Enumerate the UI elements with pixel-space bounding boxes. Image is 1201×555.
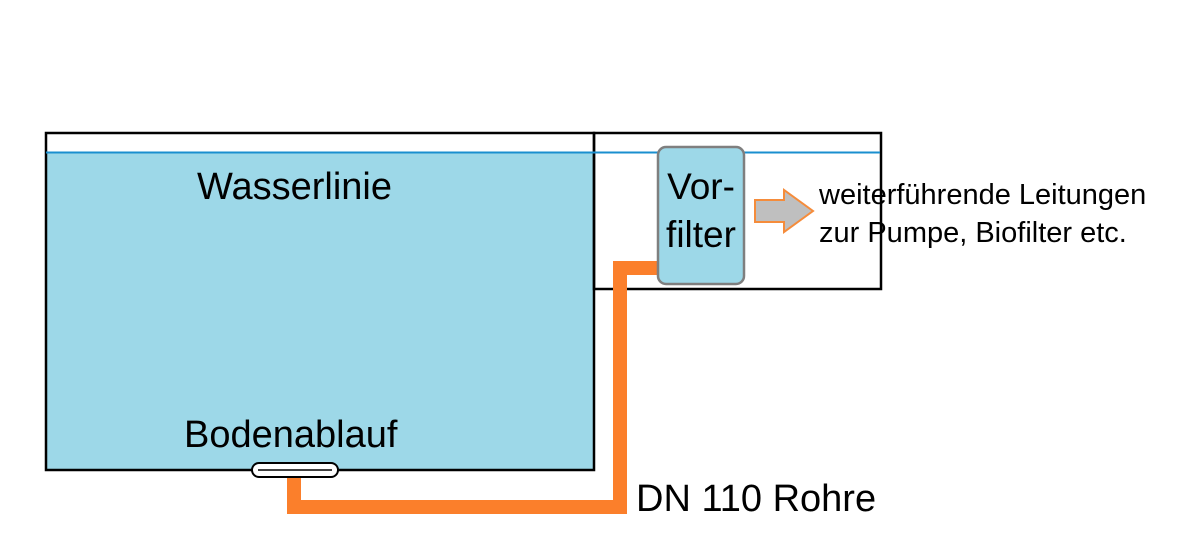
onward-pipes-label-line1: weiterführende Leitungen [819,179,1147,211]
pond-water [46,152,594,470]
onward-pipes-label: weiterführende Leitungen zur Pumpe, Biof… [819,176,1146,252]
drain-pipe [287,261,660,514]
prefilter-box [656,145,746,286]
filter-chamber-outline [592,131,883,291]
water-line-label: Wasserlinie [197,166,392,208]
prefilter-label-line1: Vor- [667,166,735,207]
prefilter-label: Vor- filter [658,163,744,259]
onward-pipes-label-line2: zur Pumpe, Biofilter etc. [819,217,1127,249]
pipe-label: DN 110 Rohre [636,478,877,520]
bottom-drain-label: Bodenablauf [184,414,398,456]
outflow-arrow-icon [754,188,815,234]
prefilter-label-line2: filter [666,214,736,255]
